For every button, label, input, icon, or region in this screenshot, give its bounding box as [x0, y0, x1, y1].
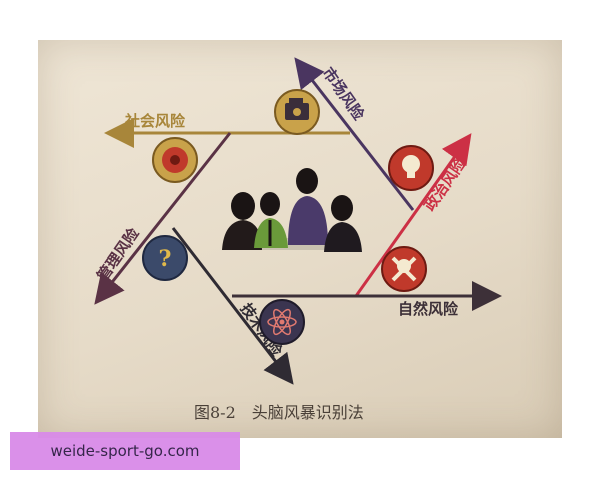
alarm-bell-icon: [152, 137, 198, 183]
social-risk-label: 社会风险: [124, 112, 186, 130]
market-risk-arrow: [294, 57, 415, 211]
natural-risk-label: 自然风险: [398, 300, 459, 318]
skull-crossbones-icon: [381, 246, 427, 292]
technical-risk-arrow: [171, 227, 294, 385]
watermark-text: weide-sport-go.com: [50, 442, 200, 460]
watermark-banner: weide-sport-go.com: [10, 432, 240, 470]
svg-text:?: ?: [159, 246, 172, 272]
question-mark-icon: ?: [142, 235, 188, 281]
market-risk-label: 市场风险: [319, 64, 369, 124]
political-risk-arrow: [354, 133, 472, 297]
cash-register-icon: [274, 89, 320, 135]
atom-icon: [259, 299, 305, 345]
management-risk-arrow: [94, 132, 232, 305]
figure-caption: 图8-2 头脑风暴识别法: [194, 403, 364, 422]
brainstorm-people-illustration: [222, 168, 362, 252]
lightbulb-icon: [388, 145, 434, 191]
